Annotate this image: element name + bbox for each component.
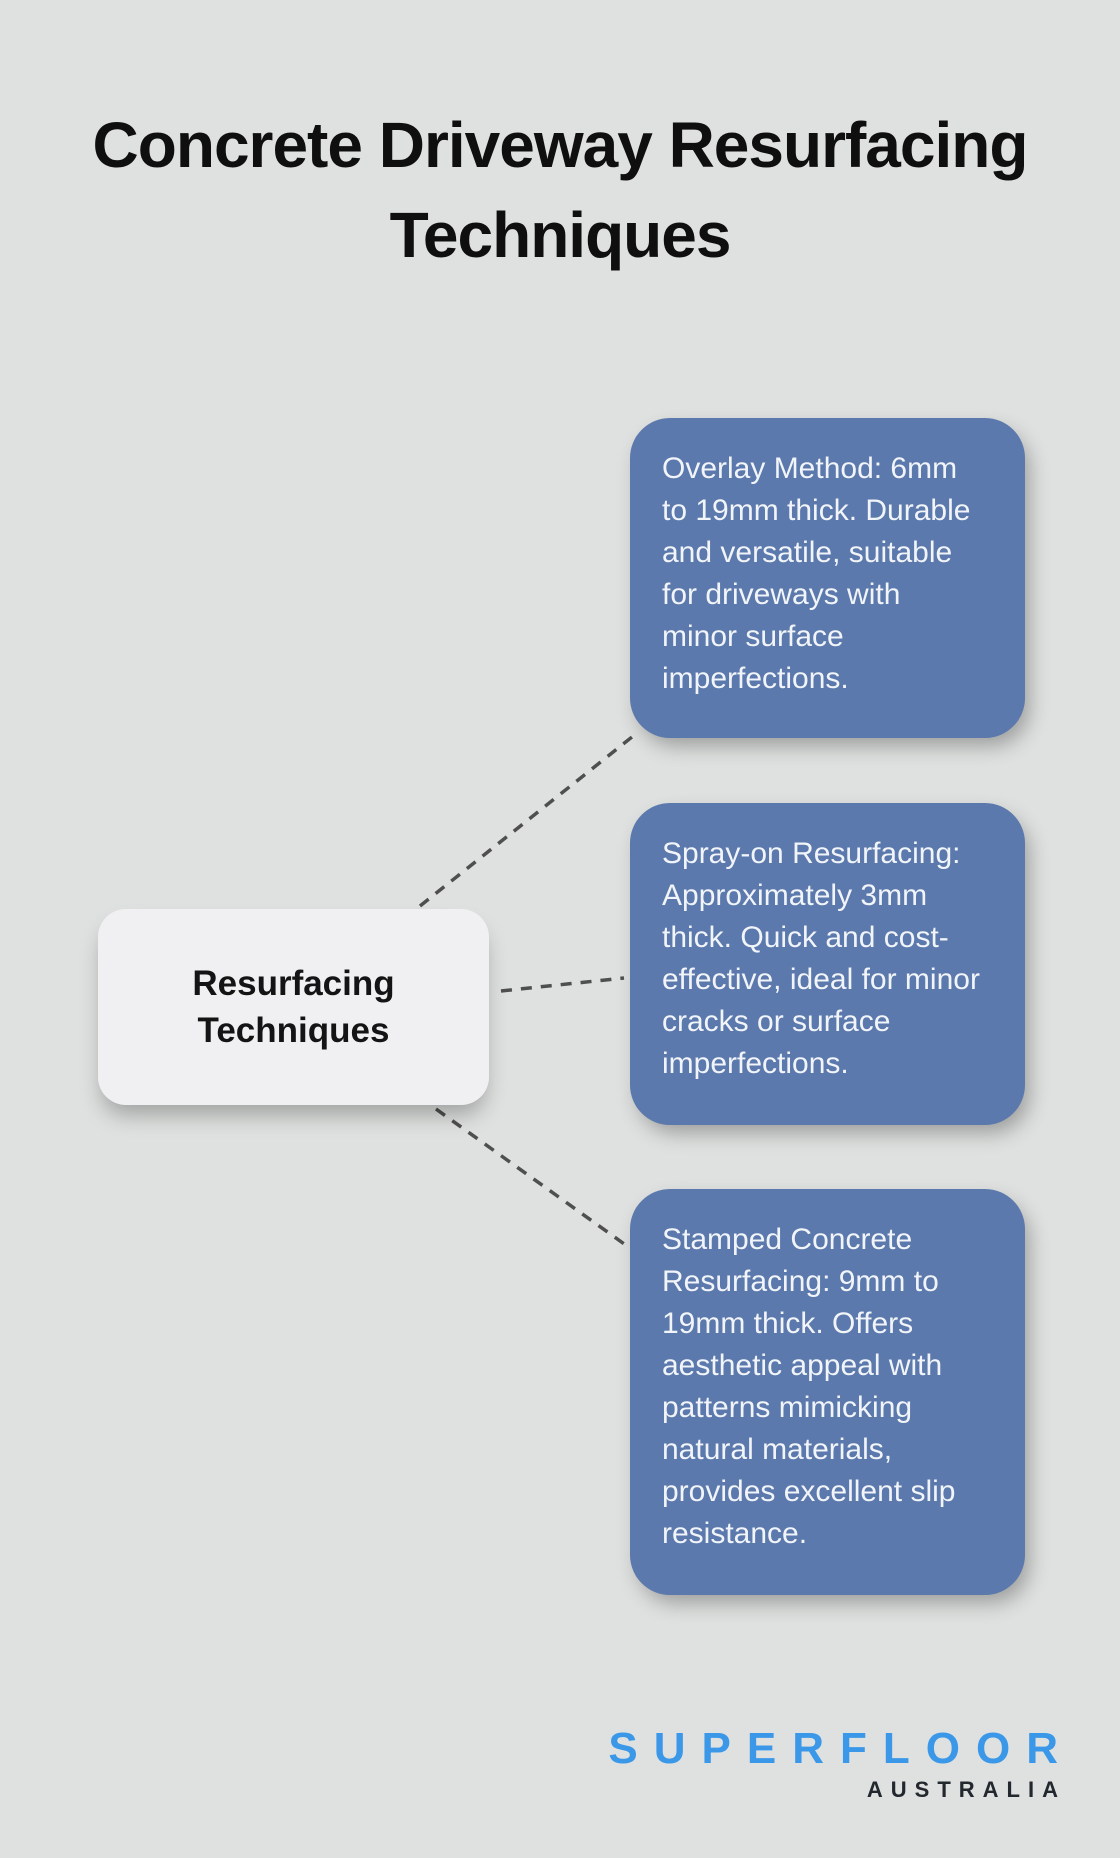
page-title: Concrete Driveway Resurfacing Techniques: [0, 100, 1120, 280]
technique-box-stamped-text: Stamped Concrete Resurfacing: 9mm to 19m…: [662, 1223, 956, 1550]
connector-stamped: [434, 1107, 629, 1248]
technique-box-overlay-method: Overlay Method: 6mm to 19mm thick. Durab…: [630, 418, 1025, 738]
superfloor-logo: SUPERFLOOR AUSTRALIA: [608, 1724, 1058, 1803]
technique-box-overlay-text: Overlay Method: 6mm to 19mm thick. Durab…: [662, 452, 971, 695]
connector-overlay: [418, 731, 639, 908]
connector-spray-on: [500, 976, 625, 993]
logo-country-text: AUSTRALIA: [866, 1777, 1066, 1802]
technique-box-spray-on-text: Spray-on Resurfacing: Approximately 3mm …: [662, 837, 980, 1080]
root-node-label: Resurfacing Techniques: [192, 964, 395, 1050]
page-title-line-1: Concrete Driveway Resurfacing: [92, 109, 1029, 181]
root-node-resurfacing-techniques: Resurfacing Techniques: [98, 909, 489, 1105]
technique-box-spray-on: Spray-on Resurfacing: Approximately 3mm …: [630, 803, 1025, 1125]
page-title-line-2: Techniques: [389, 199, 732, 271]
logo-brand-text: SUPERFLOOR: [608, 1724, 1074, 1773]
technique-box-stamped-concrete: Stamped Concrete Resurfacing: 9mm to 19m…: [630, 1189, 1025, 1595]
